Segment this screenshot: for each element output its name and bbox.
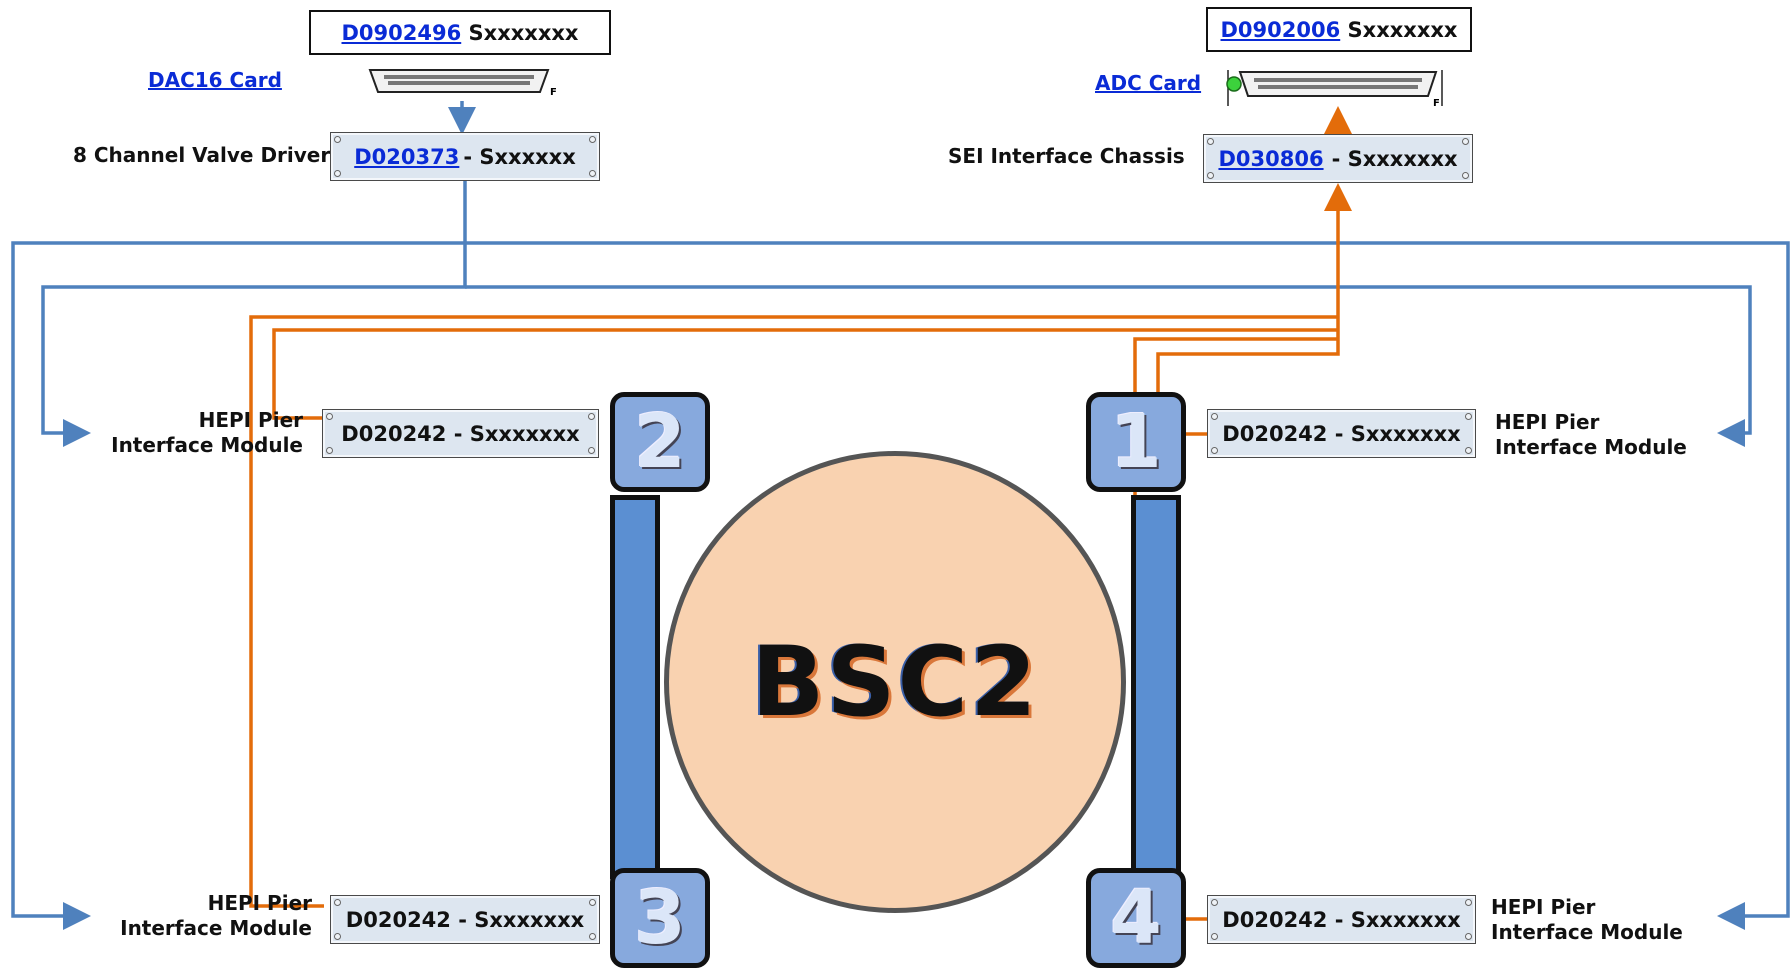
chassis-screw bbox=[589, 136, 596, 143]
adc-card-doc-box: D0902006 Sxxxxxxx bbox=[1206, 7, 1472, 52]
chassis-screw bbox=[588, 447, 595, 454]
sei-interface-label: SEI Interface Chassis bbox=[948, 144, 1185, 168]
chassis-screw bbox=[589, 933, 596, 940]
chassis-screw bbox=[588, 413, 595, 420]
chassis-screw bbox=[334, 933, 341, 940]
lower-left-label-line1: HEPI Pier bbox=[207, 891, 312, 915]
pier-tile-1: 1 bbox=[1086, 392, 1186, 492]
chassis-screw bbox=[589, 170, 596, 177]
bsc2-chamber-name: BSC2 bbox=[751, 626, 1039, 738]
lower-left-sensor-wire bbox=[249, 315, 1338, 908]
chassis-screw bbox=[1465, 933, 1472, 940]
chassis-screw bbox=[1207, 138, 1214, 145]
chassis-screw bbox=[589, 899, 596, 906]
chassis-screw bbox=[1465, 899, 1472, 906]
sei-interface-chassis: D030806 - Sxxxxxxx bbox=[1203, 134, 1473, 183]
upper-right-module-label: HEPI Pier Interface Module bbox=[1495, 410, 1687, 460]
lower-right-module-chassis: D020242 - Sxxxxxxx bbox=[1207, 895, 1476, 944]
valve-driver-doc-link[interactable]: D020373 bbox=[354, 144, 460, 169]
adc-card-doc-serial: Sxxxxxxx bbox=[1347, 17, 1458, 42]
chassis-screw bbox=[1211, 447, 1218, 454]
dac16-card-link[interactable]: DAC16 Card bbox=[148, 68, 282, 92]
driver-to-lower-left-wire bbox=[11, 241, 465, 930]
upper-right-module-chassis: D020242 - Sxxxxxxx bbox=[1207, 409, 1476, 458]
chassis-screw bbox=[1207, 172, 1214, 179]
dac-card-doc-box: D0902496 Sxxxxxxx bbox=[309, 10, 611, 55]
lower-left-module-label: HEPI Pier Interface Module bbox=[120, 891, 312, 941]
chassis-screw bbox=[334, 899, 341, 906]
lower-right-module-label: HEPI Pier Interface Module bbox=[1491, 895, 1683, 945]
pier-tile-4: 4 bbox=[1086, 868, 1186, 968]
svg-text:F: F bbox=[1433, 98, 1440, 109]
pier-tile-3: 3 bbox=[610, 868, 710, 968]
adc-connector-icon: F bbox=[1224, 64, 1446, 110]
chassis-screw bbox=[1211, 933, 1218, 940]
sei-interface-doc-serial: - Sxxxxxxx bbox=[1331, 146, 1458, 171]
valve-driver-label: 8 Channel Valve Driver bbox=[73, 143, 331, 167]
left-pier-bar bbox=[610, 495, 660, 879]
upper-right-sensor-wire bbox=[1156, 183, 1352, 436]
lower-right-label-line2: Interface Module bbox=[1491, 920, 1683, 944]
dac-card-doc-serial: Sxxxxxxx bbox=[468, 20, 579, 45]
chassis-screw bbox=[326, 413, 333, 420]
chassis-screw bbox=[1462, 138, 1469, 145]
bsc2-chamber: BSC2 bbox=[664, 451, 1126, 913]
upper-right-label-line2: Interface Module bbox=[1495, 435, 1687, 459]
valve-driver-doc-serial: - Sxxxxxx bbox=[463, 144, 576, 169]
upper-left-module-chassis: D020242 - Sxxxxxxx bbox=[322, 409, 599, 458]
chassis-screw bbox=[326, 447, 333, 454]
dac-connector-icon: F bbox=[366, 66, 557, 98]
upper-right-label-line1: HEPI Pier bbox=[1495, 410, 1600, 434]
chassis-screw bbox=[1211, 899, 1218, 906]
lower-left-module-chassis: D020242 - Sxxxxxxx bbox=[330, 895, 600, 944]
lower-right-label-line1: HEPI Pier bbox=[1491, 895, 1596, 919]
adc-card-doc-link[interactable]: D0902006 bbox=[1220, 17, 1341, 42]
driver-to-upper-right-wire bbox=[465, 285, 1752, 447]
chassis-screw bbox=[334, 136, 341, 143]
adc-card-link[interactable]: ADC Card bbox=[1095, 71, 1202, 95]
upper-left-module-label: HEPI Pier Interface Module bbox=[110, 408, 303, 458]
chassis-screw bbox=[1465, 447, 1472, 454]
upper-left-label-line1: HEPI Pier bbox=[198, 408, 303, 432]
right-pier-bar bbox=[1131, 495, 1181, 879]
valve-driver-chassis: D020373 - Sxxxxxx bbox=[330, 132, 600, 181]
upper-left-sensor-wire bbox=[272, 328, 1338, 420]
chassis-screw bbox=[1465, 413, 1472, 420]
chassis-screw bbox=[1462, 172, 1469, 179]
dac-card-doc-link[interactable]: D0902496 bbox=[341, 20, 462, 45]
chassis-screw bbox=[1211, 413, 1218, 420]
driver-to-lower-right-wire bbox=[465, 241, 1790, 930]
pier-tile-2: 2 bbox=[610, 392, 710, 492]
lower-left-label-line2: Interface Module bbox=[120, 916, 312, 940]
svg-text:F: F bbox=[550, 87, 556, 96]
sei-interface-doc-link[interactable]: D030806 bbox=[1218, 146, 1324, 171]
upper-left-label-line2: Interface Module bbox=[111, 433, 303, 457]
chassis-screw bbox=[334, 170, 341, 177]
driver-to-upper-modules-wire bbox=[41, 180, 467, 447]
